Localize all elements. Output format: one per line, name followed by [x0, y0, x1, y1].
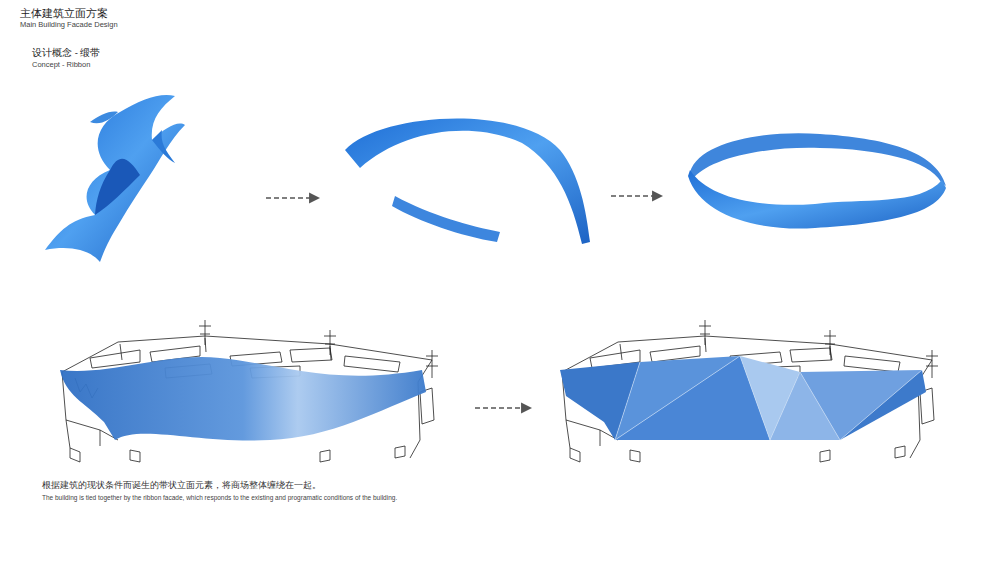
- caption: 根据建筑的现状条件而诞生的带状立面元素，将商场整体缠绕在一起。: [42, 481, 321, 491]
- concept-subheading: Concept - Ribbon: [32, 61, 90, 70]
- subtitle: Main Building Facade Design: [20, 21, 118, 30]
- ribbon-sketch: [45, 95, 185, 262]
- building-ribbon: [60, 320, 438, 462]
- caption-english: The building is tied together by the rib…: [42, 494, 397, 501]
- ribbon-loop: [688, 133, 946, 228]
- page-title: 主体建筑立面方案: [20, 7, 108, 20]
- ribbon-arc: [345, 118, 590, 244]
- building-faceted: [560, 320, 938, 462]
- concept-heading: 设计概念 - 缎带: [32, 48, 100, 59]
